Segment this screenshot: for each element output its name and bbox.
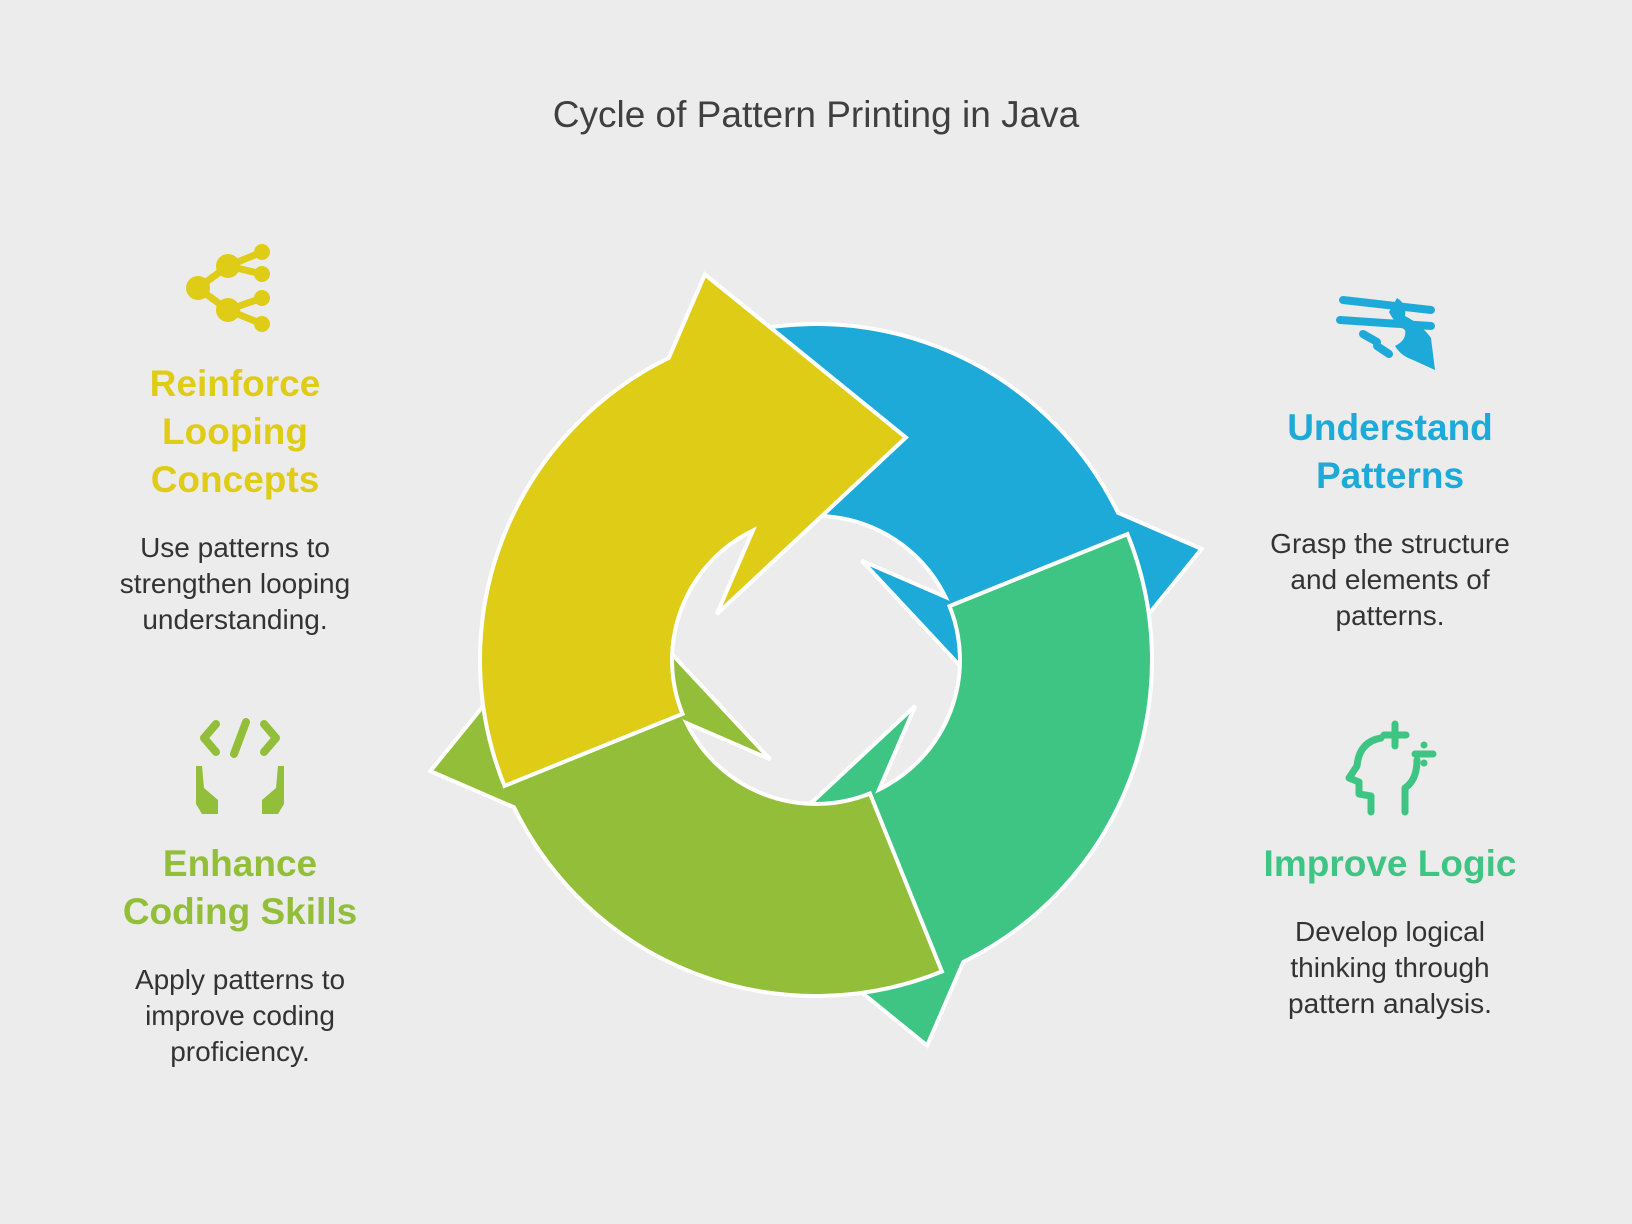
arrow-reinforce-looping xyxy=(478,271,909,789)
branch-nodes-icon xyxy=(186,244,270,332)
step-improve-logic: Improve Logic Develop logical thinking t… xyxy=(1225,718,1555,1022)
code-hands-icon xyxy=(196,718,284,814)
step-description: Grasp the structure and elements of patt… xyxy=(1270,528,1510,631)
step-description: Use patterns to strengthen looping under… xyxy=(119,532,351,635)
step-description: Apply patterns to improve coding profici… xyxy=(134,964,346,1067)
diagram-title: Cycle of Pattern Printing in Java xyxy=(552,94,1080,135)
hand-strings-icon xyxy=(1336,296,1435,370)
step-enhance-coding: Enhance Coding Skills Apply patterns to … xyxy=(95,718,385,1070)
step-heading: Improve Logic xyxy=(1263,843,1517,884)
step-heading: Reinforce Looping Concepts xyxy=(149,363,321,500)
step-description: Develop logical thinking through pattern… xyxy=(1288,916,1492,1019)
head-math-icon xyxy=(1345,720,1437,816)
step-reinforce-looping: Reinforce Looping Concepts Use patterns … xyxy=(95,238,375,638)
step-understand-patterns: Understand Patterns Grasp the structure … xyxy=(1225,290,1555,634)
step-heading: Understand Patterns xyxy=(1287,407,1493,496)
cycle-arrows xyxy=(427,271,1205,1049)
step-heading: Enhance Coding Skills xyxy=(122,843,358,932)
